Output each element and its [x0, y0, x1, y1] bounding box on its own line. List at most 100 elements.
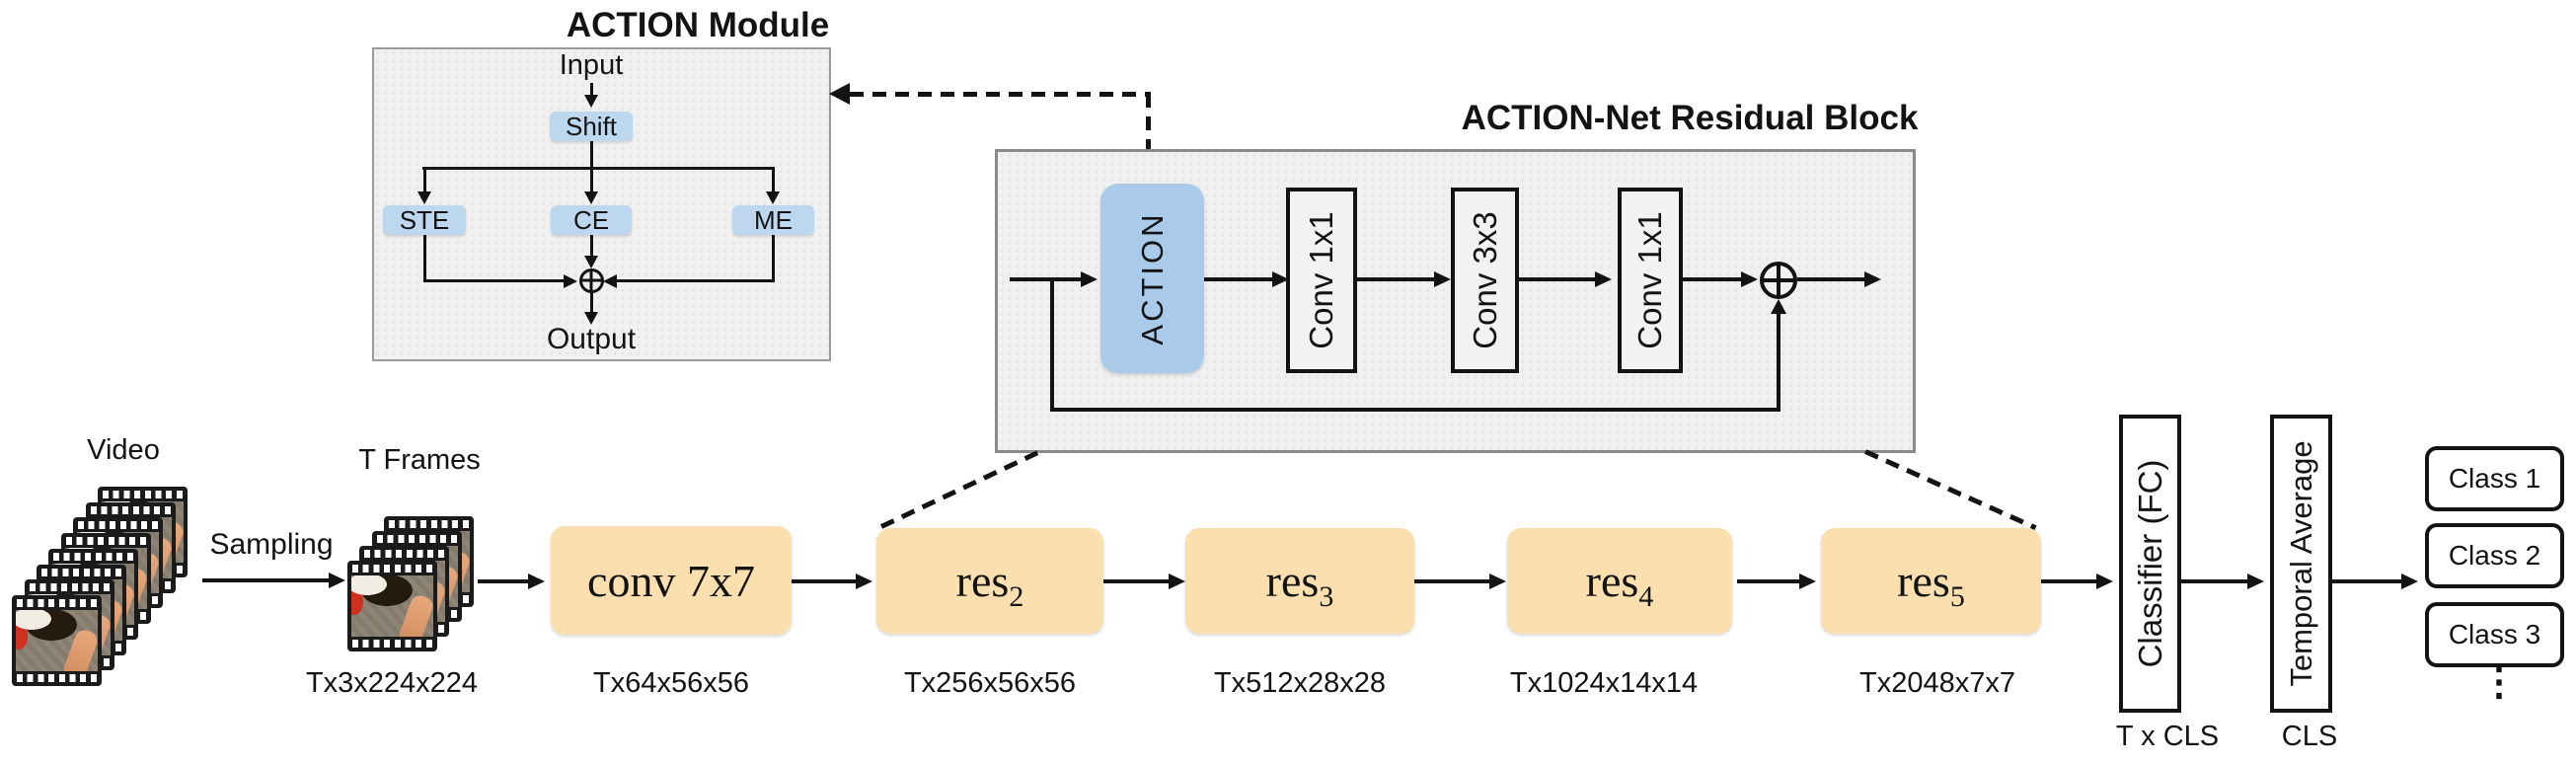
arrow — [589, 235, 593, 257]
res5-block: res5 — [1821, 528, 2041, 634]
arrow-head — [1595, 271, 1612, 287]
arrow — [422, 167, 426, 191]
arrow-head — [564, 273, 577, 288]
sprocket-holes — [65, 537, 146, 546]
arrow — [1204, 277, 1279, 281]
connector-line — [589, 141, 593, 169]
arrow — [1103, 579, 1169, 583]
arrow-head — [856, 574, 872, 589]
arrow — [771, 167, 775, 191]
sprocket-holes — [90, 505, 171, 514]
dashed-connector — [1863, 449, 2037, 530]
dashed-connector — [879, 447, 1046, 529]
t-frames-label: T Frames — [358, 444, 481, 476]
ste-label: STE — [399, 204, 450, 235]
connector-line — [422, 235, 426, 282]
conv3x3-box: Conv 3x3 — [1451, 188, 1519, 373]
dashed-connector — [1146, 94, 1151, 184]
arrow-head — [1272, 271, 1289, 287]
sum-icon — [578, 268, 604, 293]
arrow-head — [528, 574, 545, 589]
res3-dims: Tx512x28x28 — [1213, 667, 1387, 699]
arrow — [1414, 579, 1489, 583]
skip-connection — [1777, 308, 1780, 410]
sprocket-holes — [389, 520, 469, 528]
res5-label: res5 — [1897, 556, 1965, 614]
conv1x1-label-2: Conv 1x1 — [1631, 211, 1668, 349]
conv1x1-box-2: Conv 1x1 — [1618, 188, 1683, 373]
arrow — [1737, 579, 1799, 583]
conv1x1-label-1: Conv 1x1 — [1303, 211, 1339, 349]
ellipsis-icon: ⋮ — [2479, 660, 2519, 704]
me-box: ME — [732, 205, 814, 235]
res2-block: res2 — [876, 528, 1103, 634]
res3-label: res3 — [1265, 556, 1334, 614]
ste-box: STE — [383, 205, 466, 235]
arrow-head — [2247, 574, 2264, 589]
action-box-label: ACTION — [1134, 211, 1170, 345]
arrow-head — [584, 312, 598, 325]
action-module-title: ACTION Module — [566, 6, 830, 44]
video-label: Video — [87, 434, 160, 466]
arrow-head — [584, 256, 598, 268]
arrow-head — [1489, 574, 1506, 589]
connector-line — [617, 279, 773, 282]
sampling-label: Sampling — [209, 528, 334, 561]
conv7x7-label: conv 7x7 — [587, 555, 755, 606]
me-label: ME — [754, 204, 793, 235]
conv3x3-label: Conv 3x3 — [1466, 211, 1503, 349]
sprocket-holes — [351, 640, 432, 648]
ce-box: CE — [551, 205, 632, 235]
res4-label: res4 — [1585, 556, 1654, 614]
temporal-average-box: Temporal Average — [2270, 415, 2332, 713]
sum-icon — [1760, 262, 1797, 299]
res2-dims: Tx256x56x56 — [903, 667, 1077, 699]
res2-label: res2 — [955, 556, 1024, 614]
res3-block: res3 — [1185, 528, 1414, 634]
arrow-head — [329, 573, 345, 588]
branch-line — [422, 167, 775, 170]
classifier-dims: T x CLS — [2115, 721, 2220, 752]
shift-box: Shift — [550, 112, 633, 141]
classifier-box: Classifier (FC) — [2119, 415, 2181, 713]
conv7x7-block: conv 7x7 — [551, 526, 792, 635]
arrow — [1519, 277, 1600, 281]
arrow — [2181, 579, 2247, 583]
arrow — [1797, 277, 1864, 281]
sprocket-holes — [29, 583, 110, 592]
arrow-head — [1081, 271, 1098, 287]
res5-dims: Tx2048x7x7 — [1859, 667, 2015, 699]
skip-connection — [1050, 279, 1054, 410]
temporal-average-label: Temporal Average — [2283, 440, 2318, 687]
class-1-box: Class 1 — [2425, 446, 2564, 511]
ce-label: CE — [572, 204, 610, 235]
film-frame — [346, 561, 437, 651]
sprocket-holes — [364, 550, 445, 558]
arrow-head — [1771, 299, 1786, 314]
classifier-label: Classifier (FC) — [2131, 459, 2168, 668]
res4-dims: Tx1024x14x14 — [1509, 667, 1699, 699]
arrow — [792, 579, 856, 583]
sprocket-holes — [17, 598, 98, 607]
arrow — [1010, 277, 1081, 281]
connector-line — [771, 235, 775, 282]
sprocket-holes — [103, 491, 183, 498]
arrow — [478, 579, 528, 583]
frame-photo — [16, 609, 99, 671]
sprocket-holes — [41, 568, 121, 576]
arrow — [1357, 277, 1438, 281]
sprocket-holes — [351, 565, 432, 573]
module-output-label: Output — [546, 323, 637, 355]
action-module-panel — [372, 47, 831, 361]
arrow-head — [2096, 574, 2113, 589]
arrow — [589, 83, 593, 95]
class-3-box: Class 3 — [2425, 602, 2564, 667]
skip-connection — [1050, 408, 1780, 412]
arrow — [1683, 277, 1744, 281]
residual-block-title: ACTION-Net Residual Block — [1461, 99, 1919, 137]
class-1-label: Class 1 — [2448, 463, 2541, 494]
class-2-label: Class 2 — [2448, 540, 2541, 571]
sprocket-holes — [376, 535, 457, 543]
arrow-head — [584, 95, 598, 108]
